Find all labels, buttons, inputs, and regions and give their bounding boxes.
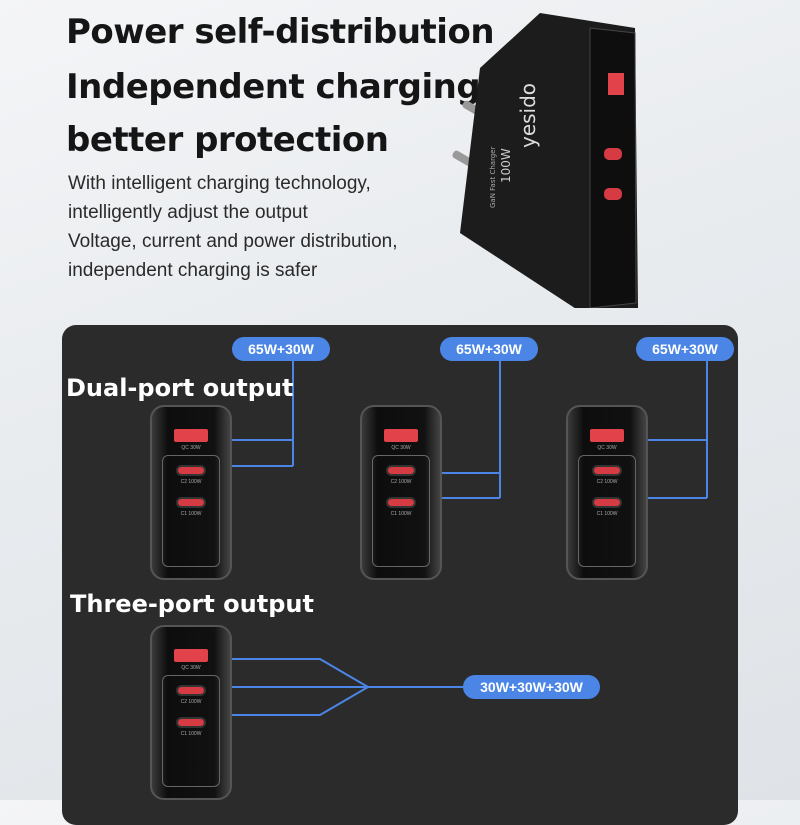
model-text: 100W [499, 148, 513, 183]
sub-text: GaN Fast Charger [489, 146, 497, 208]
charger-hero-image: yesido 100W GaN Fast Charger [452, 13, 638, 308]
charger-front: QC 30W C2 100W C1 100W [150, 405, 232, 580]
dual-badge-1: 65W+30W [232, 337, 330, 361]
headline-line-3: better protection [66, 120, 389, 160]
charger-front: QC 30W C2 100W C1 100W [150, 625, 232, 800]
dual-port-title: Dual-port output [66, 374, 294, 402]
dual-badge-2: 65W+30W [440, 337, 538, 361]
headline-line-1: Power self-distribution [66, 12, 495, 52]
dual-badge-3: 65W+30W [636, 337, 734, 361]
desc-line-3: Voltage, current and power distribution, [68, 231, 398, 252]
desc-line-2: intelligently adjust the output [68, 202, 308, 223]
desc-line-1: With intelligent charging technology, [68, 173, 371, 194]
three-badge: 30W+30W+30W [463, 675, 600, 699]
brand-logo: yesido [516, 83, 540, 148]
charger-front: QC 30W C2 100W C1 100W [360, 405, 442, 580]
charger-front: QC 30W C2 100W C1 100W [566, 405, 648, 580]
desc-line-4: independent charging is safer [68, 260, 318, 281]
three-port-title: Three-port output [70, 590, 314, 618]
headline-line-2: Independent charging, [66, 67, 493, 107]
